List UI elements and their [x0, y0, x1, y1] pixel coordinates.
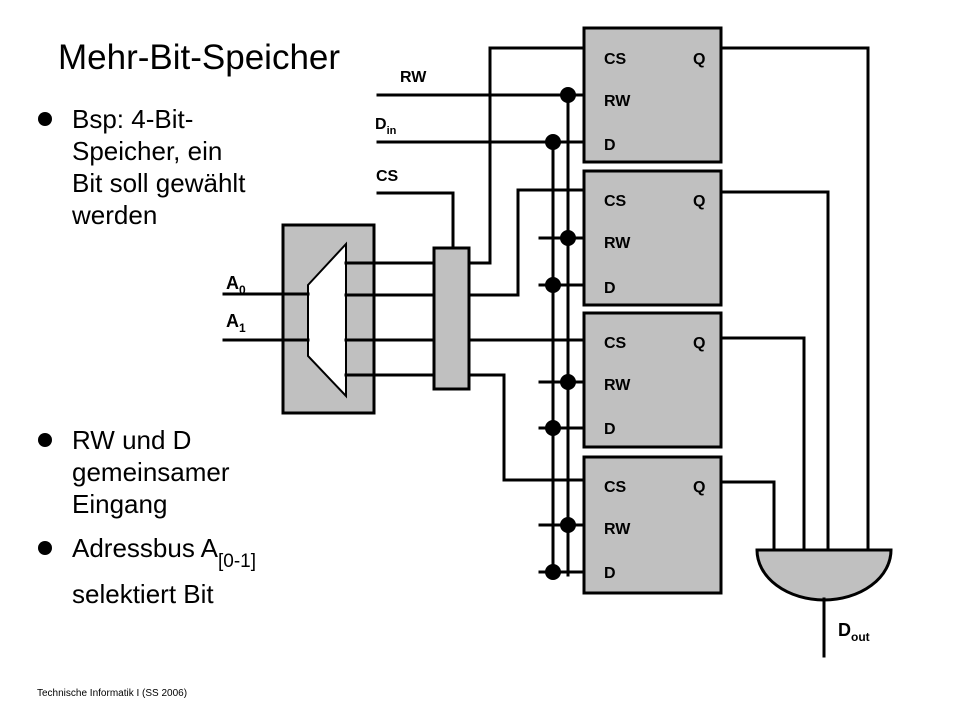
cs-input-label: CS: [376, 168, 399, 185]
slide-title: Mehr-Bit-Speicher: [58, 38, 341, 77]
bullet-line: Bsp: 4-Bit-: [72, 104, 194, 134]
dout-main: D: [838, 620, 851, 640]
cell-d-label: D: [604, 565, 616, 582]
bullet-line: Bit soll gewählt: [72, 168, 246, 198]
bullet-shared-input: RW und D gemeinsamer Eingang: [72, 424, 230, 520]
a0-sub: 0: [239, 283, 246, 297]
rw-input-label: RW: [400, 69, 427, 86]
a0-main: A: [226, 273, 239, 293]
bullet-dot: [38, 541, 52, 555]
bullet-dot: [38, 112, 52, 126]
bullet-subscript: [0-1]: [217, 551, 257, 572]
bullet-dot: [38, 433, 52, 447]
or-gate: [755, 548, 893, 602]
cell-rw-label: RW: [604, 521, 631, 538]
memory-cell: CS Q RW D: [582, 455, 723, 595]
cell-d-label: D: [604, 421, 616, 438]
bullet-line: selektiert Bit: [72, 579, 214, 609]
cell-cs-label: CS: [604, 335, 627, 352]
cell-rw-label: RW: [604, 235, 631, 252]
bullet-line: werden: [72, 200, 158, 230]
wires: [222, 46, 870, 658]
cell-cs-label: CS: [604, 51, 627, 68]
memory-cell: CS Q RW D: [582, 311, 723, 449]
cell-cs-label: CS: [604, 193, 627, 210]
bullet-example: Bsp: 4-Bit- Speicher, ein Bit soll gewäh…: [72, 103, 245, 231]
bullet-line: RW und D: [72, 425, 192, 455]
cell-cs-label: CS: [604, 479, 627, 496]
memory-cell: CS Q RW D: [582, 169, 723, 307]
din-input-label: Din: [375, 116, 397, 137]
a1-main: A: [226, 311, 239, 331]
cell-q-label: Q: [693, 479, 705, 496]
address-decoder: [281, 223, 376, 415]
bullet-line: Adressbus A: [72, 533, 218, 563]
din-main: D: [375, 116, 387, 133]
dout-sub: out: [851, 630, 870, 644]
bullet-line: Speicher, ein: [72, 136, 223, 166]
a1-sub: 1: [239, 321, 246, 335]
dout-output-label: Dout: [838, 620, 870, 644]
cell-rw-label: RW: [604, 377, 631, 394]
bullet-line: Eingang: [72, 489, 168, 519]
cell-d-label: D: [604, 280, 616, 297]
cs-gate-block: [432, 246, 471, 391]
cell-q-label: Q: [693, 335, 705, 352]
bullet-address-bus: Adressbus A[0-1] selektiert Bit: [72, 532, 256, 610]
a1-input-label: A1: [226, 311, 246, 335]
a0-input-label: A0: [226, 273, 246, 297]
slide-footer: Technische Informatik I (SS 2006): [37, 688, 188, 699]
bullet-line: gemeinsamer: [72, 457, 230, 487]
cell-rw-label: RW: [604, 93, 631, 110]
cell-q-label: Q: [693, 51, 705, 68]
memory-cell: CS Q RW D: [582, 26, 723, 164]
cell-q-label: Q: [693, 193, 705, 210]
din-sub: in: [387, 125, 397, 137]
cell-d-label: D: [604, 137, 616, 154]
junction-dots: [545, 87, 576, 580]
